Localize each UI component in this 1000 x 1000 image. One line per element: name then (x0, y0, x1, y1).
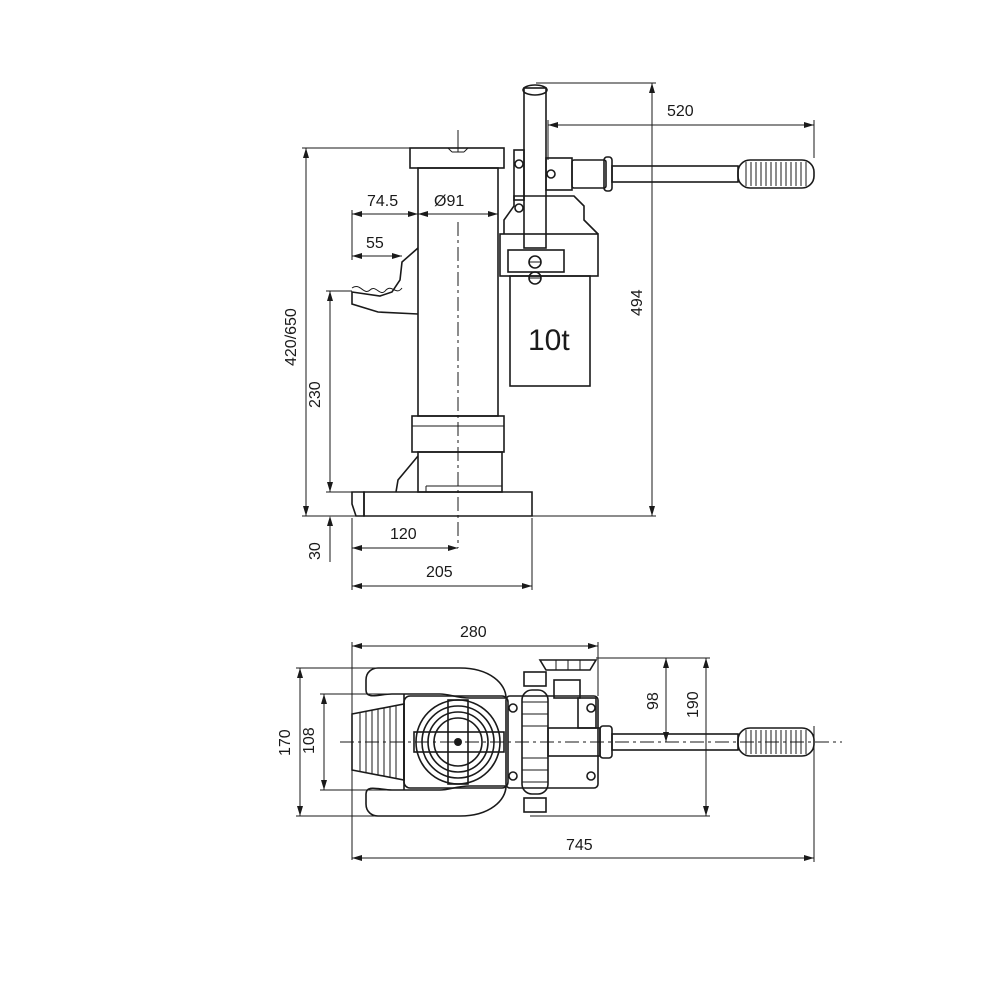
dim-label-74-5: 74.5 (367, 193, 398, 210)
dim-label-diameter-91: Ø91 (434, 193, 464, 210)
dim-top-pump-offset: 98 (596, 657, 710, 742)
capacity-label: 10t (528, 324, 570, 357)
ram-head (409, 147, 505, 169)
dim-top-length: 280 (351, 624, 599, 860)
dim-top-total-length: 745 (352, 726, 815, 862)
dim-top-width: 170 (277, 667, 378, 817)
ram-cylinder (411, 167, 505, 493)
top-handle-grip (745, 730, 807, 754)
dim-label-745: 745 (566, 837, 593, 854)
dim-toe-offset: 74.5 Ø91 (351, 193, 499, 260)
dim-label-520: 520 (667, 103, 694, 120)
dim-label-420-650: 420/650 (283, 308, 300, 366)
toe-claw (351, 247, 419, 493)
top-ram (403, 695, 509, 789)
top-pump (505, 659, 601, 813)
dim-label-190: 190 (685, 691, 702, 718)
dim-top-toe-width: 108 (301, 693, 392, 791)
jack-base (351, 485, 533, 517)
dim-toe-height: 230 (307, 290, 352, 493)
dim-toe-min-height: 30 (307, 516, 333, 562)
side-view: 10t (283, 82, 815, 590)
dim-top-handle-offset: 190 (530, 658, 710, 817)
dim-label-55: 55 (366, 235, 384, 252)
dim-label-280: 280 (460, 624, 487, 641)
top-toe (351, 703, 405, 781)
dim-label-205: 205 (426, 564, 453, 581)
pump-reservoir: 10t (499, 195, 599, 387)
top-handle-bar (599, 725, 815, 759)
dim-toe-width: 55 (352, 235, 402, 259)
dim-label-120: 120 (390, 526, 417, 543)
handle-bar (545, 156, 815, 192)
pump-lever (507, 84, 565, 285)
dim-label-494: 494 (629, 289, 646, 316)
dim-label-108: 108 (301, 727, 318, 754)
dim-label-170: 170 (277, 729, 294, 756)
dim-base-center: 120 (351, 518, 458, 590)
dim-base-length: 205 (352, 518, 533, 590)
dim-handle-length: 520 (547, 103, 815, 160)
top-view: 280 745 170 108 (277, 624, 842, 862)
dim-total-height: 494 (532, 82, 656, 517)
dim-label-230: 230 (307, 381, 324, 408)
dim-label-30: 30 (307, 542, 324, 560)
dim-lift-height: 420/650 (283, 147, 410, 517)
dim-label-98: 98 (645, 692, 662, 710)
handle-grip (745, 162, 807, 186)
